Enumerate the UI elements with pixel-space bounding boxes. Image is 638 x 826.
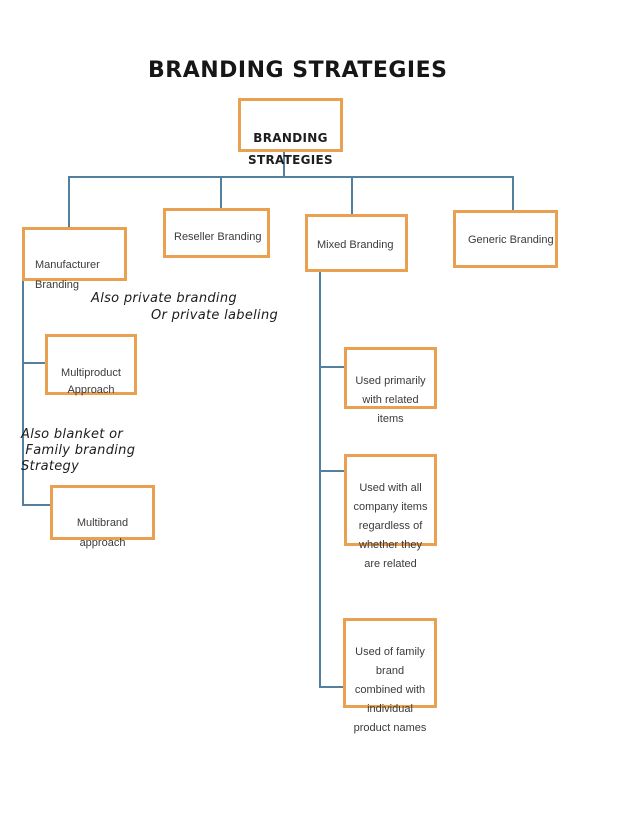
connector-drop-mixed [351, 176, 353, 214]
connector-drop-generic [512, 176, 514, 210]
connector-stub-multiproduct [22, 362, 45, 364]
node-used-all-items-label: Used with all company items regardless o… [353, 482, 428, 570]
connector-bus [68, 176, 514, 178]
node-multibrand-approach: Multibrand approach [50, 485, 155, 549]
node-used-related-items-label: Used primarily with related items [355, 375, 426, 425]
annotation-private-branding-line1: Also private branding [91, 291, 237, 306]
node-used-family-brand-label: Used of family brand combined with indiv… [353, 646, 427, 734]
node-used-family-brand: Used of family brand combined with indiv… [343, 618, 437, 734]
node-multiproduct-approach-label: Multiproduct Approach [61, 367, 121, 396]
annotation-blanket-family-branding: Also blanket or Family branding Strategy [21, 427, 136, 474]
node-multiproduct-approach: Multiproduct Approach [45, 334, 137, 396]
node-mixed-branding-label: Mixed Branding [317, 239, 394, 251]
node-used-all-items: Used with all company items regardless o… [344, 454, 437, 570]
node-generic-branding: Generic Branding [453, 210, 558, 268]
connector-drop-reseller [220, 176, 222, 208]
connector-stem-mixed [319, 272, 321, 688]
connector-root-drop [283, 152, 285, 177]
connector-stub-used-family [319, 686, 343, 688]
node-reseller-branding-label: Reseller Branding [174, 231, 262, 243]
node-used-related-items: Used primarily with related items [344, 347, 437, 425]
page-title: BRANDING STRATEGIES [148, 58, 448, 83]
annotation-private-branding-line2: Or private labeling [151, 308, 279, 323]
connector-stub-multibrand [22, 504, 50, 506]
node-branding-strategies: BRANDING STRATEGIES [238, 98, 343, 167]
node-branding-strategies-label: BRANDING STRATEGIES [248, 131, 333, 167]
node-manufacturer-branding-label: Manufacturer Branding [35, 259, 100, 291]
connector-stub-used-all [319, 470, 344, 472]
connector-stem-left [22, 280, 24, 506]
node-reseller-branding: Reseller Branding [163, 208, 270, 258]
node-multibrand-approach-label: Multibrand approach [76, 517, 129, 549]
node-mixed-branding: Mixed Branding [305, 214, 408, 272]
connector-drop-manufacturer [68, 176, 70, 227]
node-generic-branding-label: Generic Branding [468, 234, 554, 246]
node-manufacturer-branding: Manufacturer Branding [22, 227, 127, 291]
connector-stub-used-related [319, 366, 344, 368]
